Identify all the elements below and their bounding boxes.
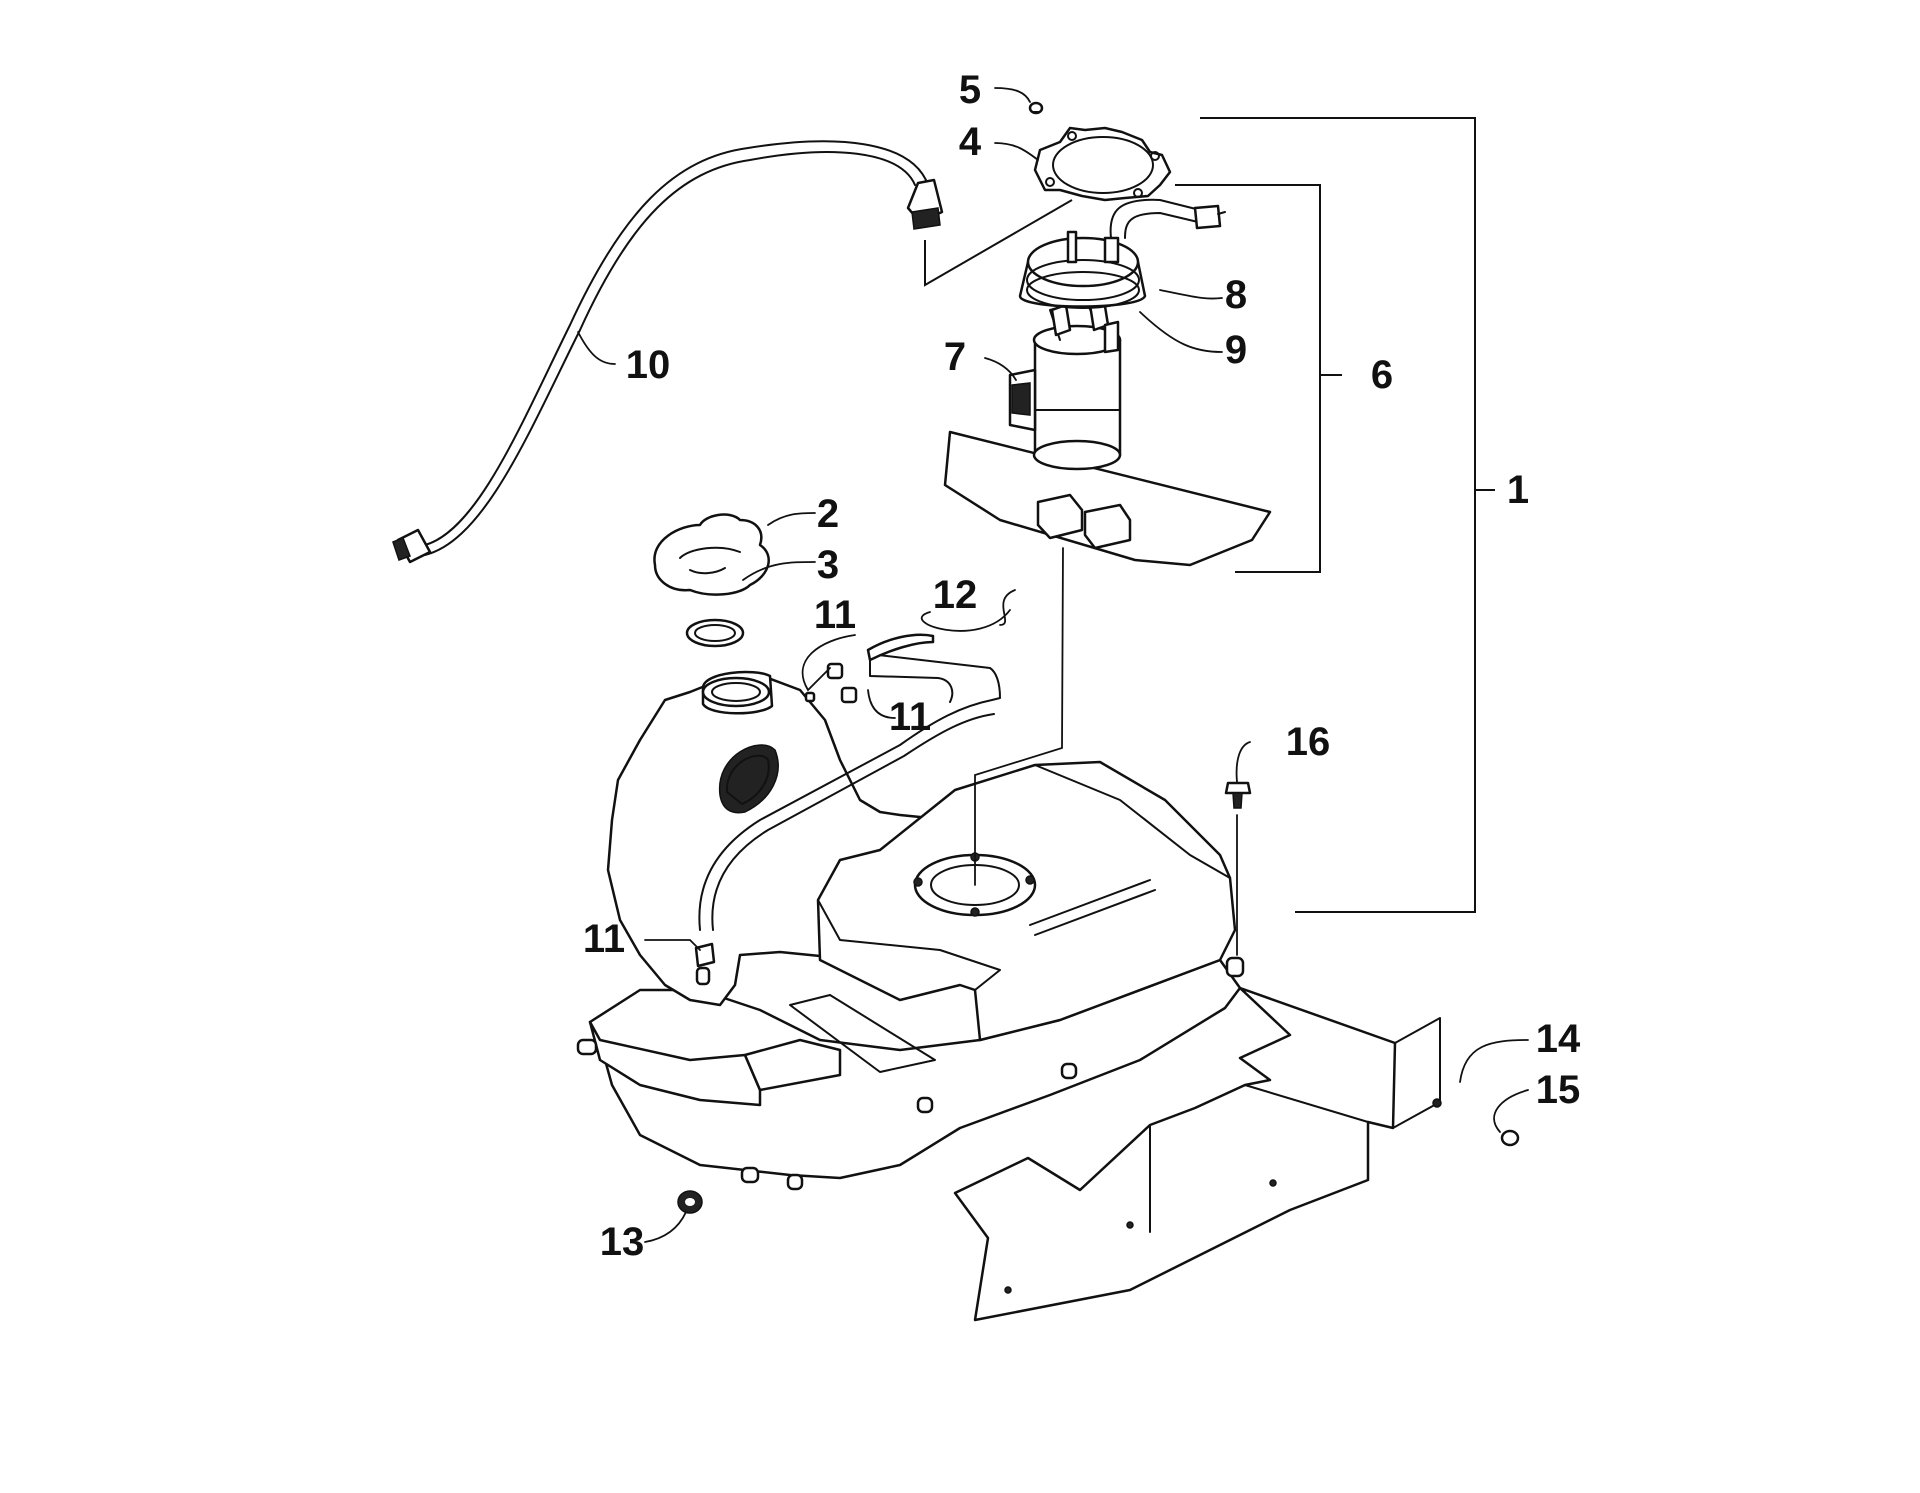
callout-14: 14 bbox=[1536, 1017, 1581, 1061]
callout-7: 7 bbox=[944, 335, 966, 379]
callout-4: 4 bbox=[959, 120, 982, 164]
bracket-6 bbox=[1175, 184, 1342, 573]
bracket-pump-to-hose bbox=[924, 199, 1073, 287]
pump-gasket bbox=[1033, 126, 1172, 202]
gasket-screw bbox=[1028, 101, 1044, 115]
bracket-1 bbox=[1200, 117, 1495, 913]
tank-mount-bolt bbox=[1224, 781, 1252, 956]
callout-11-upper: 11 bbox=[814, 593, 856, 637]
callout-6: 6 bbox=[1371, 353, 1393, 397]
callout-11-lower: 11 bbox=[583, 917, 625, 961]
callout-5: 5 bbox=[959, 68, 981, 112]
callout-3: 3 bbox=[817, 543, 839, 587]
fuel-filler-cap bbox=[653, 513, 770, 596]
shield-screw bbox=[1500, 1129, 1520, 1147]
callout-10: 10 bbox=[626, 343, 671, 387]
fuel-pump-assembly bbox=[943, 198, 1272, 886]
callout-labels: 1 2 3 4 5 6 7 8 9 10 11 11 11 12 13 14 1… bbox=[583, 68, 1581, 1264]
callout-2: 2 bbox=[817, 492, 839, 536]
callout-11-middle: 11 bbox=[889, 695, 931, 739]
callout-8: 8 bbox=[1225, 273, 1247, 317]
leader-lines bbox=[577, 87, 1529, 1243]
drain-seal bbox=[677, 1190, 703, 1214]
filler-cap-seal bbox=[685, 618, 745, 648]
fuel-tank bbox=[576, 670, 1245, 1191]
callout-13: 13 bbox=[600, 1220, 645, 1264]
callout-16: 16 bbox=[1286, 720, 1331, 764]
callout-12: 12 bbox=[933, 573, 978, 617]
fuel-line bbox=[392, 140, 944, 564]
callout-15: 15 bbox=[1536, 1068, 1581, 1112]
heat-shield bbox=[953, 986, 1442, 1322]
vent-hose-assembly bbox=[698, 633, 1001, 931]
callout-9: 9 bbox=[1225, 328, 1247, 372]
callout-1: 1 bbox=[1507, 468, 1529, 512]
